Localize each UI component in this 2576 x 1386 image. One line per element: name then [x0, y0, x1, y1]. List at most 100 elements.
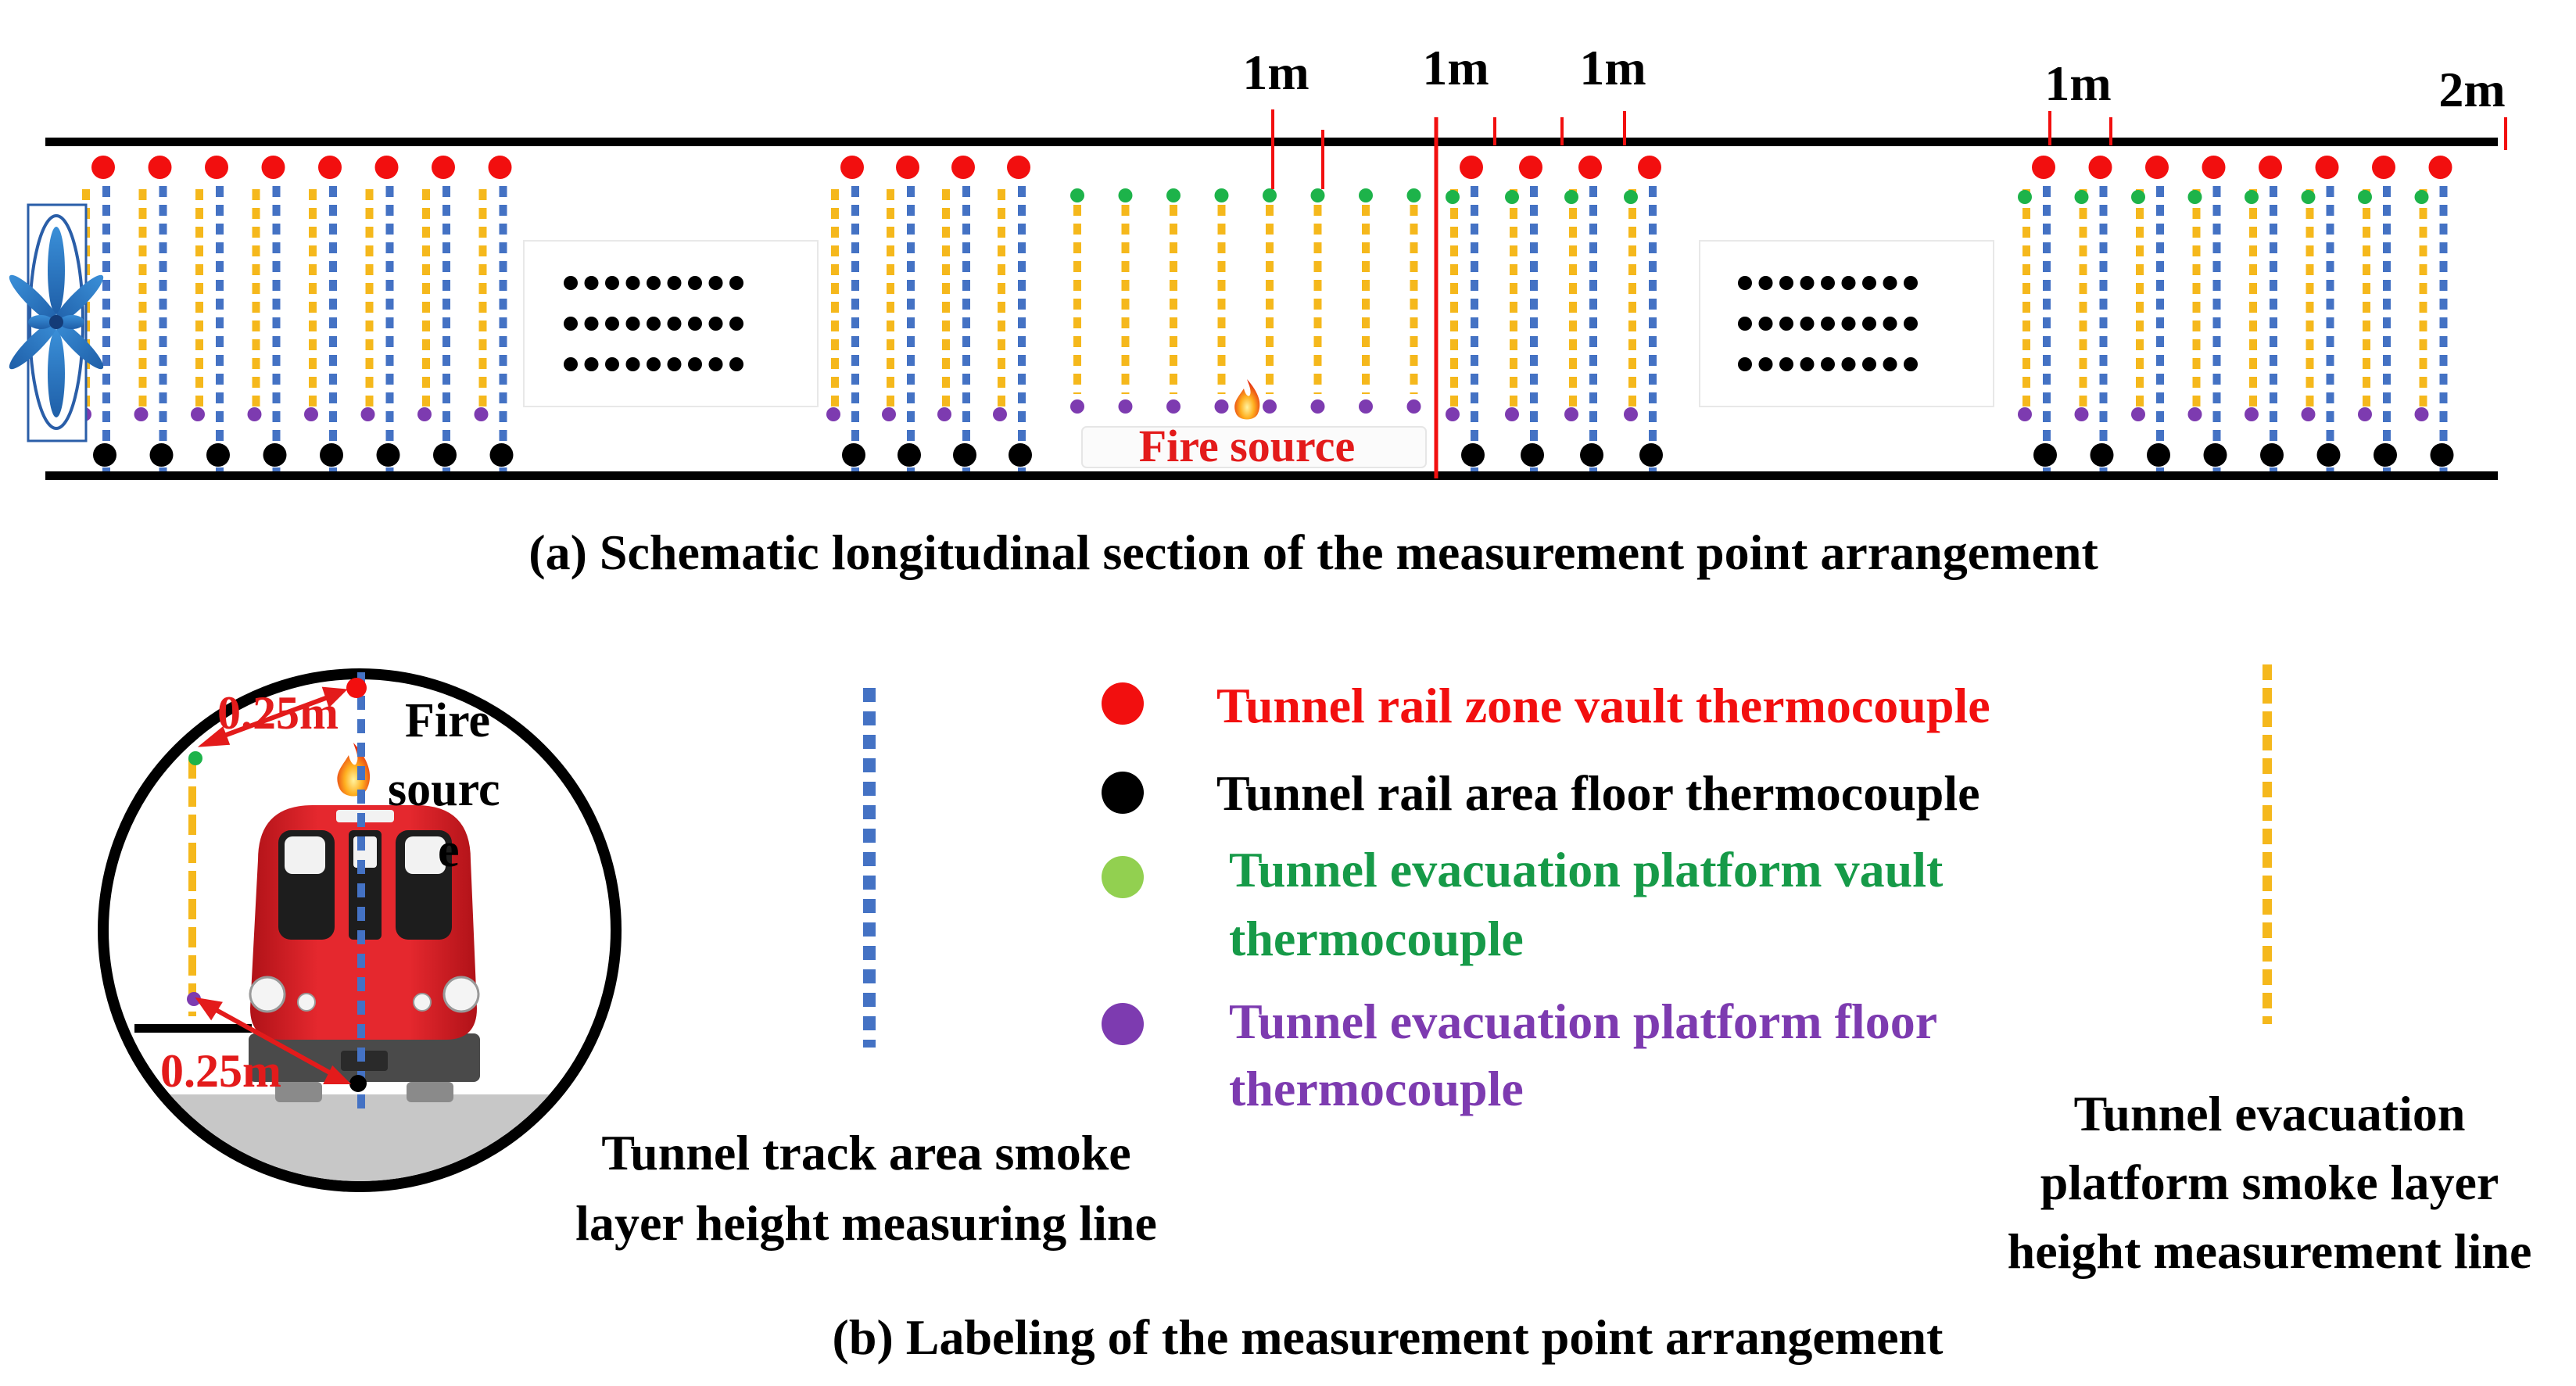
- platform-floor-thermocouple: [1406, 399, 1421, 414]
- omitted-section-right: [1699, 240, 1994, 407]
- platform-vault-thermocouple: [1505, 190, 1519, 204]
- rail-floor-thermocouple: [2260, 443, 2284, 467]
- ellipsis-dot: [1800, 357, 1815, 371]
- rail-vault-thermocouple: [840, 156, 864, 179]
- legend-platform-floor-swatch: [1102, 1003, 1144, 1045]
- spacing-label: 1m: [2044, 56, 2111, 111]
- platform-floor-thermocouple: [1070, 399, 1084, 414]
- platform-floor-thermocouple: [417, 407, 432, 421]
- ellipsis-dot: [688, 357, 702, 371]
- rail-vault-thermocouple: [346, 678, 367, 698]
- platform-floor-thermocouple: [1624, 407, 1638, 421]
- fire-source-label: Fire source: [1139, 421, 1356, 471]
- ellipsis-dot: [1758, 357, 1773, 371]
- platform-floor-thermocouple: [134, 407, 149, 421]
- rail-vault-thermocouple: [261, 156, 285, 179]
- ellipsis-dot: [584, 357, 599, 371]
- ellipsis-dot: [1779, 357, 1793, 371]
- ellipsis-dot: [1862, 276, 1876, 290]
- rail-floor-thermocouple: [149, 443, 174, 467]
- rail-vault-thermocouple: [2032, 156, 2055, 179]
- rail-floor-thermocouple: [2033, 443, 2057, 467]
- platform-floor-thermocouple: [1446, 407, 1460, 421]
- legend-track-line-label: Tunnel track area smoke: [601, 1125, 1130, 1180]
- ellipsis-dot: [605, 276, 619, 290]
- platform-vault-thermocouple: [2074, 190, 2089, 204]
- spacing-label: 1m: [1242, 45, 1309, 100]
- ellipsis-dot: [1738, 357, 1752, 371]
- rail-vault-thermocouple: [2315, 156, 2339, 179]
- ellipsis-dot: [1862, 317, 1876, 331]
- rail-vault-thermocouple: [2428, 156, 2452, 179]
- rail-vault-thermocouple: [488, 156, 512, 179]
- rail-floor-thermocouple: [2203, 443, 2227, 467]
- legend-platform-vault-label: thermocouple: [1229, 911, 1524, 966]
- platform-vault-thermocouple: [2187, 190, 2202, 204]
- fire-source-label-line: Fire: [405, 694, 490, 747]
- platform-vault-thermocouple: [2358, 190, 2372, 204]
- platform-floor-thermocouple: [2245, 407, 2259, 421]
- ellipsis-dot: [564, 317, 578, 331]
- ellipsis-dot: [708, 276, 723, 290]
- ellipsis-dot: [1841, 276, 1856, 290]
- ellipsis-dots-icon: [1738, 276, 1918, 371]
- platform-vault-thermocouple: [1624, 190, 1638, 204]
- rail-vault-thermocouple: [2088, 156, 2112, 179]
- rail-floor-thermocouple: [376, 443, 400, 467]
- measurement-columns: [77, 156, 2454, 472]
- rail-floor-thermocouple: [2147, 443, 2170, 467]
- platform-floor-thermocouple: [1214, 399, 1229, 414]
- ellipsis-dot: [667, 276, 682, 290]
- ellipsis-dot: [584, 276, 599, 290]
- ellipsis-dot: [1758, 276, 1773, 290]
- platform-floor-thermocouple: [304, 407, 318, 421]
- ellipsis-dot: [647, 357, 661, 371]
- ellipsis-dot: [605, 317, 619, 331]
- rail-floor-thermocouple: [2316, 443, 2341, 467]
- platform-vault-thermocouple: [1359, 188, 1373, 202]
- rail-floor-thermocouple: [1580, 443, 1603, 467]
- rail-vault-thermocouple: [951, 156, 975, 179]
- platform-vault-thermocouple: [1446, 190, 1460, 204]
- platform-vault-thermocouple: [1564, 190, 1578, 204]
- rail-vault-thermocouple: [91, 156, 115, 179]
- platform-vault-thermocouple: [2131, 190, 2145, 204]
- platform-floor-thermocouple: [474, 407, 489, 421]
- rail-vault-thermocouple: [374, 156, 399, 179]
- fire-source-label-line: e: [438, 824, 460, 877]
- ellipsis-dot: [647, 317, 661, 331]
- dimension-label-bottom: 0.25m: [160, 1045, 281, 1097]
- rail-floor-thermocouple: [320, 443, 343, 467]
- platform-floor-thermocouple: [1359, 399, 1373, 414]
- ellipsis-dot: [708, 357, 723, 371]
- platform-floor-thermocouple: [2018, 407, 2032, 421]
- rail-floor-thermocouple: [897, 443, 921, 467]
- ellipsis-dot: [1738, 276, 1752, 290]
- ellipsis-dot: [1738, 317, 1752, 331]
- platform-floor-thermocouple: [993, 407, 1007, 421]
- rail-vault-thermocouple: [318, 156, 342, 179]
- ellipsis-dot: [729, 357, 743, 371]
- platform-floor-thermocouple: [247, 407, 262, 421]
- ellipsis-dot: [1821, 357, 1835, 371]
- dimension-arrows: [195, 686, 352, 1084]
- platform-vault-thermocouple: [1310, 188, 1325, 202]
- rail-vault-thermocouple: [2372, 156, 2395, 179]
- ellipsis-dot: [1883, 317, 1897, 331]
- rail-floor-thermocouple: [1521, 443, 1544, 467]
- ellipsis-dot: [1800, 317, 1815, 331]
- platform-floor-thermocouple: [1166, 399, 1181, 414]
- ellipsis-dots-icon: [564, 276, 743, 371]
- legend-rail-vault-label: Tunnel rail zone vault thermocouple: [1216, 678, 1990, 733]
- ellipsis-dot: [1904, 276, 1918, 290]
- ellipsis-dot: [1862, 357, 1876, 371]
- fire-source-label-line: sourc: [388, 763, 500, 816]
- rail-vault-thermocouple: [1007, 156, 1030, 179]
- ellipsis-dot: [564, 357, 578, 371]
- rail-vault-thermocouple: [2259, 156, 2282, 179]
- ellipsis-dot: [1904, 317, 1918, 331]
- platform-floor-thermocouple: [2074, 407, 2089, 421]
- rail-floor-thermocouple: [433, 443, 457, 467]
- ellipsis-dot: [1841, 317, 1856, 331]
- rail-floor-thermocouple: [2430, 443, 2454, 467]
